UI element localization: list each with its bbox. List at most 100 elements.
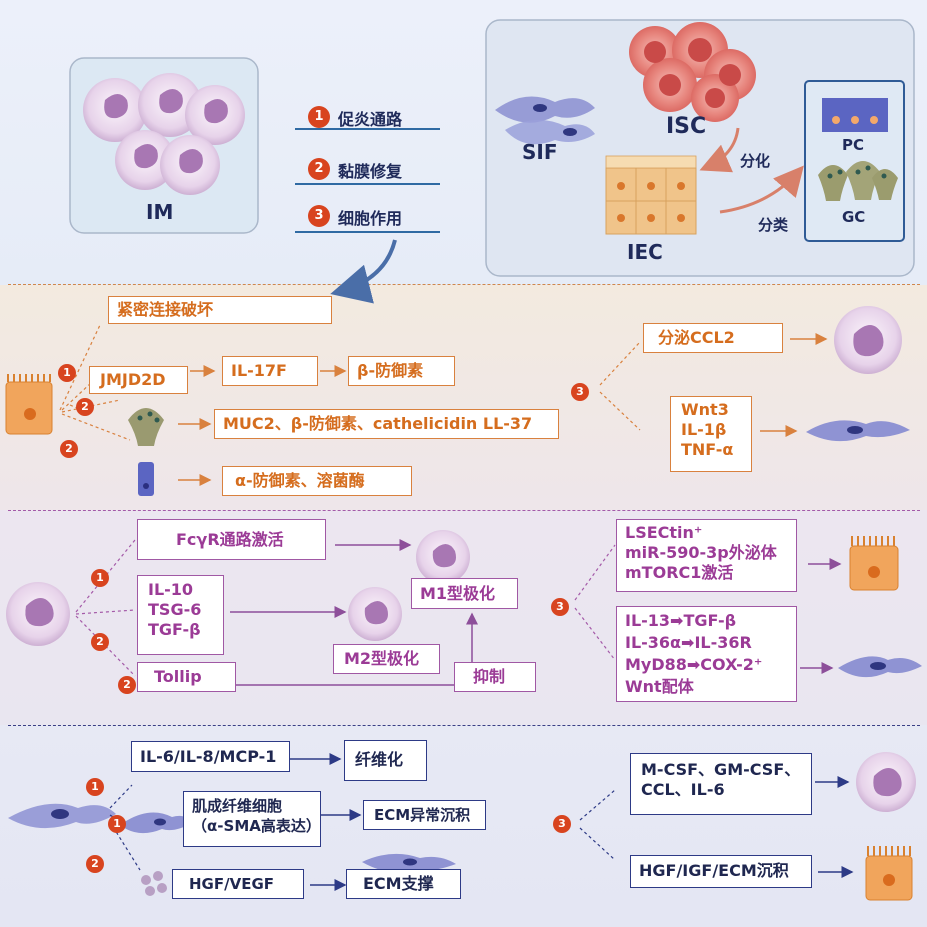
lsectin-box: LSECtin⁺ miR-590-3p外泌体 mTORC1激活	[616, 519, 797, 592]
goblet-cell-icon	[128, 408, 164, 446]
wnt3-text: Wnt3	[681, 400, 729, 419]
asma-text: （α-SMA高表达）	[192, 817, 321, 835]
pc-label: PC	[842, 136, 865, 154]
mir590-text: miR-590-3p外泌体	[625, 543, 777, 562]
tollip-box: Tollip	[137, 662, 236, 692]
wnt-ligand-text: Wnt配体	[625, 677, 694, 696]
inhibit-box: 抑制	[454, 662, 536, 692]
ccl2-box: 分泌CCL2	[643, 323, 783, 353]
hgf-igf-box: HGF/IGF/ECM沉积	[630, 855, 812, 888]
section-divider	[8, 510, 920, 511]
mcsf-box: M-CSF、GM-CSF、 CCL、IL-6	[630, 753, 812, 815]
pc-cells	[822, 98, 888, 132]
badge-1: 1	[86, 778, 104, 796]
tgfb-text: TGF-β	[148, 620, 201, 639]
beta-defensin-box: β-防御素	[348, 356, 455, 386]
wnt-box: Wnt3 IL-1β TNF-α	[670, 396, 752, 472]
alpha-defensin-box: α-防御素、溶菌酶	[222, 466, 412, 496]
il10-box: IL-10 TSG-6 TGF-β	[137, 575, 224, 655]
badge-1: 1	[108, 815, 126, 833]
hgf-vegf-box: HGF/VEGF	[172, 869, 304, 899]
iec-arrows	[178, 333, 828, 486]
classification-label: 分类	[758, 216, 789, 234]
im-cell-icon-left	[6, 582, 70, 646]
fibroblast-icon-im	[838, 656, 922, 678]
badge-1: 1	[58, 364, 76, 382]
gc-cells	[818, 161, 898, 201]
sif-branch-lines	[109, 784, 616, 871]
m1-macrophage-icon	[416, 530, 470, 584]
il1b-text: IL-1β	[681, 420, 727, 439]
iec-cell-icon	[5, 374, 53, 435]
il17f-box: IL-17F	[222, 356, 318, 386]
im-cell-cluster	[83, 73, 245, 195]
badge-2: 2	[76, 398, 94, 416]
isc-label: ISC	[666, 114, 707, 139]
badge-2: 2	[60, 440, 78, 458]
paneth-cell-icon	[138, 462, 154, 496]
iec-cell-block	[605, 155, 697, 235]
il10-text: IL-10	[148, 580, 194, 599]
tnfa-text: TNF-α	[681, 440, 734, 459]
m2-box: M2型极化	[333, 644, 440, 674]
sif-cell-icon-left	[8, 803, 116, 829]
ccl-il6-text: CCL、IL-6	[641, 780, 725, 799]
iec-cell-icon-sif	[865, 846, 913, 901]
m2-macrophage-icon	[348, 587, 402, 641]
badge-3: 3	[553, 815, 571, 833]
il6-box: IL-6/IL-8/MCP-1	[131, 741, 290, 772]
badge-3: 3	[571, 383, 589, 401]
badge-2: 2	[86, 855, 104, 873]
sif-label: SIF	[522, 140, 558, 164]
il36-text: IL-36α➡IL-36R	[625, 633, 752, 652]
muc2-box: MUC2、β-防御素、cathelicidin LL-37	[214, 409, 559, 439]
m1-box: M1型极化	[411, 578, 518, 609]
badge-2: 2	[91, 633, 109, 651]
isc-cell-cluster	[629, 22, 756, 122]
macrophage-icon-ccl2	[834, 306, 902, 374]
il13-box: IL-13➡TGF-β IL-36α➡IL-36R MyD88➡COX-2⁺ W…	[616, 606, 797, 702]
legend-badge-1: 1	[308, 106, 330, 128]
mtorc1-text: mTORC1激活	[625, 563, 734, 582]
differentiation-arrow	[699, 127, 740, 173]
sif-cells-top	[495, 96, 595, 145]
myofibroblast-icon	[120, 812, 192, 834]
gc-label: GC	[842, 208, 866, 226]
ecm-cell-icon	[362, 853, 456, 873]
section-divider	[8, 725, 920, 726]
legend-badge-2: 2	[308, 158, 330, 180]
jmjd2d-box: JMJD2D	[89, 366, 188, 394]
fibrosis-box: 纤维化	[344, 740, 427, 781]
badge-3: 3	[551, 598, 569, 616]
il13-text: IL-13➡TGF-β	[625, 611, 737, 630]
ecm-support-box: ECM支撑	[346, 869, 461, 899]
im-label: IM	[146, 200, 174, 224]
myofibroblast-text: 肌成纤维细胞	[192, 797, 283, 815]
badge-2: 2	[118, 676, 136, 694]
ecm-abnormal-box: ECM异常沉积	[363, 800, 486, 830]
myd88-text: MyD88➡COX-2⁺	[625, 655, 763, 674]
differentiation-label: 分化	[740, 152, 771, 170]
classification-arrow	[719, 165, 804, 214]
legend-arrow	[330, 239, 397, 304]
legend-text-3: 细胞作用	[338, 209, 403, 228]
hgf-dots	[141, 871, 167, 896]
tight-junction-box: 紧密连接破坏	[108, 296, 332, 324]
macrophage-icon-sif	[856, 752, 916, 812]
im-arrows	[230, 539, 842, 686]
mcsf-text: M-CSF、GM-CSF、	[641, 760, 801, 779]
fibroblast-icon-wnt	[806, 420, 910, 442]
legend-badge-3: 3	[308, 205, 330, 227]
legend-text-2: 黏膜修复	[338, 162, 403, 181]
tsg6-text: TSG-6	[148, 600, 202, 619]
section-divider	[8, 284, 920, 285]
myofibroblast-box: 肌成纤维细胞 （α-SMA高表达）	[183, 791, 321, 847]
fcgr-box: FcγR通路激活	[137, 519, 326, 560]
badge-1: 1	[91, 569, 109, 587]
sif-arrows	[290, 753, 854, 891]
legend-text-1: 促炎通路	[338, 110, 403, 129]
iec-cell-icon-im	[849, 536, 899, 591]
iec-label: IEC	[627, 240, 663, 264]
lsectin-text: LSECtin⁺	[625, 523, 703, 542]
